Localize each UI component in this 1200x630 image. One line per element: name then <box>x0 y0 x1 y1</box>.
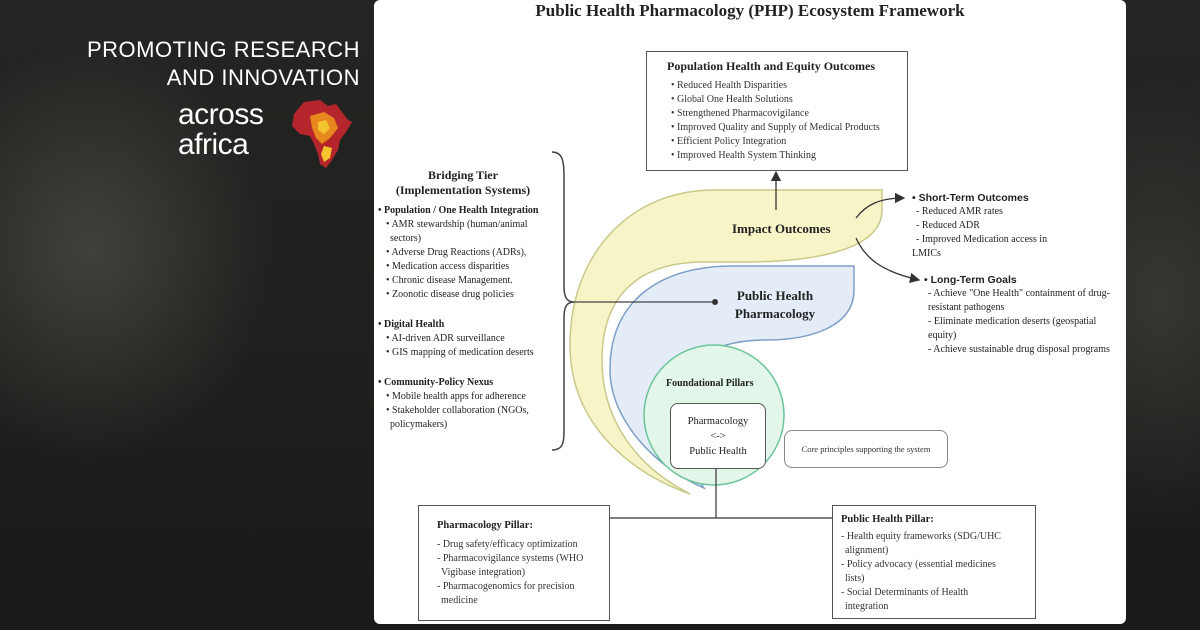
pharmacology-pillar-box: Pharmacology Pillar: - Drug safety/effic… <box>418 505 610 621</box>
bridging-title: Bridging Tier (Implementation Systems) <box>378 168 548 198</box>
impact-outcomes-label: Impact Outcomes <box>732 221 831 236</box>
list-item: • Strengthened Pharmacovigilance <box>671 108 809 119</box>
list-item: • Adverse Drug Reactions (ADRs), <box>386 247 527 258</box>
across-africa-logo: across africa <box>178 100 358 172</box>
bridging-section-community: • Community-Policy Nexus • Mobile health… <box>378 376 529 432</box>
brand-wordmark: across africa <box>178 98 264 161</box>
list-item: lists) <box>845 573 865 584</box>
section-heading: • Population / One Health Integration <box>378 205 539 216</box>
list-item: - Reduced ADR <box>916 220 980 231</box>
diagram-title: Public Health Pharmacology (PHP) Ecosyst… <box>535 1 965 20</box>
long-term-goals: • Long-Term Goals - Achieve "One Health"… <box>924 273 1110 357</box>
list-item: LMICs <box>912 248 941 259</box>
list-item: - Achieve sustainable drug disposal prog… <box>928 344 1110 355</box>
impact-outcomes-swirl <box>569 189 883 495</box>
pharmacology-pillar-list: - Drug safety/efficacy optimization - Ph… <box>437 538 609 608</box>
list-item: sectors) <box>390 233 422 244</box>
core-principles-note: Core principles supporting the system <box>784 430 948 468</box>
php-dot <box>712 299 718 305</box>
list-item: - Reduced AMR rates <box>916 206 1003 217</box>
diagram-card: Public Health Pharmacology (PHP) Ecosyst… <box>374 0 1126 624</box>
bridging-title-line-1: Bridging Tier <box>428 168 498 182</box>
population-outcomes-title: Population Health and Equity Outcomes <box>667 59 876 73</box>
list-item: • Global One Health Solutions <box>671 94 793 105</box>
php-label: Public Health Pharmacology <box>720 287 830 323</box>
list-item: - Pharmacovigilance systems (WHO <box>437 553 584 564</box>
list-item: • Improved Quality and Supply of Medical… <box>671 122 880 133</box>
brand-line-1: across <box>178 98 264 131</box>
foundational-pillars-label: Foundational Pillars <box>666 378 754 389</box>
short-term-heading: • Short-Term Outcomes <box>912 192 1029 204</box>
public-health-pillar-title: Public Health Pillar: <box>841 514 934 525</box>
core-line-3: Public Health <box>689 446 747 457</box>
list-item: integration <box>845 601 889 612</box>
bridging-title-line-2: (Implementation Systems) <box>395 183 531 197</box>
promo-line-1: PROMOTING RESEARCH <box>86 37 360 62</box>
section-heading: • Community-Policy Nexus <box>378 377 494 388</box>
list-item: - Policy advocacy (essential medicines <box>841 559 996 570</box>
list-item: - Eliminate medication deserts (geospati… <box>928 316 1097 327</box>
php-label-line-1: Public Health <box>736 288 814 303</box>
core-line-1: Pharmacology <box>687 416 749 427</box>
list-item: • AI-driven ADR surveillance <box>386 333 505 344</box>
list-item: • AMR stewardship (human/animal <box>386 219 528 230</box>
list-item: • Improved Health System Thinking <box>671 150 816 161</box>
list-item: • Efficient Policy Integration <box>671 136 787 147</box>
list-item: policymakers) <box>390 419 448 430</box>
list-item: - Achieve "One Health" containment of dr… <box>928 288 1110 299</box>
list-item: - Pharmacogenomics for precision <box>437 581 575 592</box>
population-outcomes-list: • Reduced Health Disparities • Global On… <box>671 79 897 163</box>
public-health-pillar-box: Public Health Pillar: - Health equity fr… <box>832 505 1036 619</box>
bridging-bracket <box>551 151 575 451</box>
core-pharmacology-public-health-box: Pharmacology <-> Public Health <box>670 403 766 469</box>
list-item: - Improved Medication access in <box>916 234 1048 245</box>
list-item: - Health equity frameworks (SDG/UHC <box>841 531 1001 542</box>
list-item: • Stakeholder collaboration (NGOs, <box>386 405 529 416</box>
list-item: equity) <box>928 330 957 341</box>
pharmacology-pillar-title: Pharmacology Pillar: <box>437 520 533 531</box>
list-item: Vigibase integration) <box>441 567 526 578</box>
list-item: • Chronic disease Management. <box>386 275 513 286</box>
promo-line-2: AND INNOVATION <box>166 65 360 90</box>
short-term-outcomes: • Short-Term Outcomes - Reduced AMR rate… <box>912 191 1047 261</box>
short-term-arrow <box>855 192 906 219</box>
list-item: • Zoonotic disease drug policies <box>386 289 514 300</box>
php-label-line-2: Pharmacology <box>734 306 816 321</box>
section-heading: • Digital Health <box>378 319 445 330</box>
core-line-2: <-> <box>710 431 726 442</box>
list-item: alignment) <box>845 545 889 556</box>
list-item: - Drug safety/efficacy optimization <box>437 539 578 550</box>
list-item: - Social Determinants of Health <box>841 587 969 598</box>
list-item: • GIS mapping of medication deserts <box>386 347 534 358</box>
core-principles-text: Core principles supporting the system <box>801 444 931 454</box>
bridging-section-digital: • Digital Health • AI-driven ADR surveil… <box>378 318 534 360</box>
list-item: • Mobile health apps for adherence <box>386 391 526 402</box>
list-item: medicine <box>441 595 478 606</box>
promo-heading: PROMOTING RESEARCH AND INNOVATION <box>40 36 360 92</box>
public-health-pillar-list: - Health equity frameworks (SDG/UHC alig… <box>841 530 1035 614</box>
africa-map-icon <box>292 100 352 168</box>
long-term-heading: • Long-Term Goals <box>924 274 1017 286</box>
brand-line-2: africa <box>178 128 249 161</box>
bridging-section-population: • Population / One Health Integration • … <box>378 204 538 302</box>
long-term-arrow <box>855 237 921 284</box>
list-item: • Reduced Health Disparities <box>671 80 787 91</box>
population-outcomes-box: Population Health and Equity Outcomes • … <box>646 51 908 171</box>
list-item: • Medication access disparities <box>386 261 510 272</box>
list-item: resistant pathogens <box>928 302 1005 313</box>
